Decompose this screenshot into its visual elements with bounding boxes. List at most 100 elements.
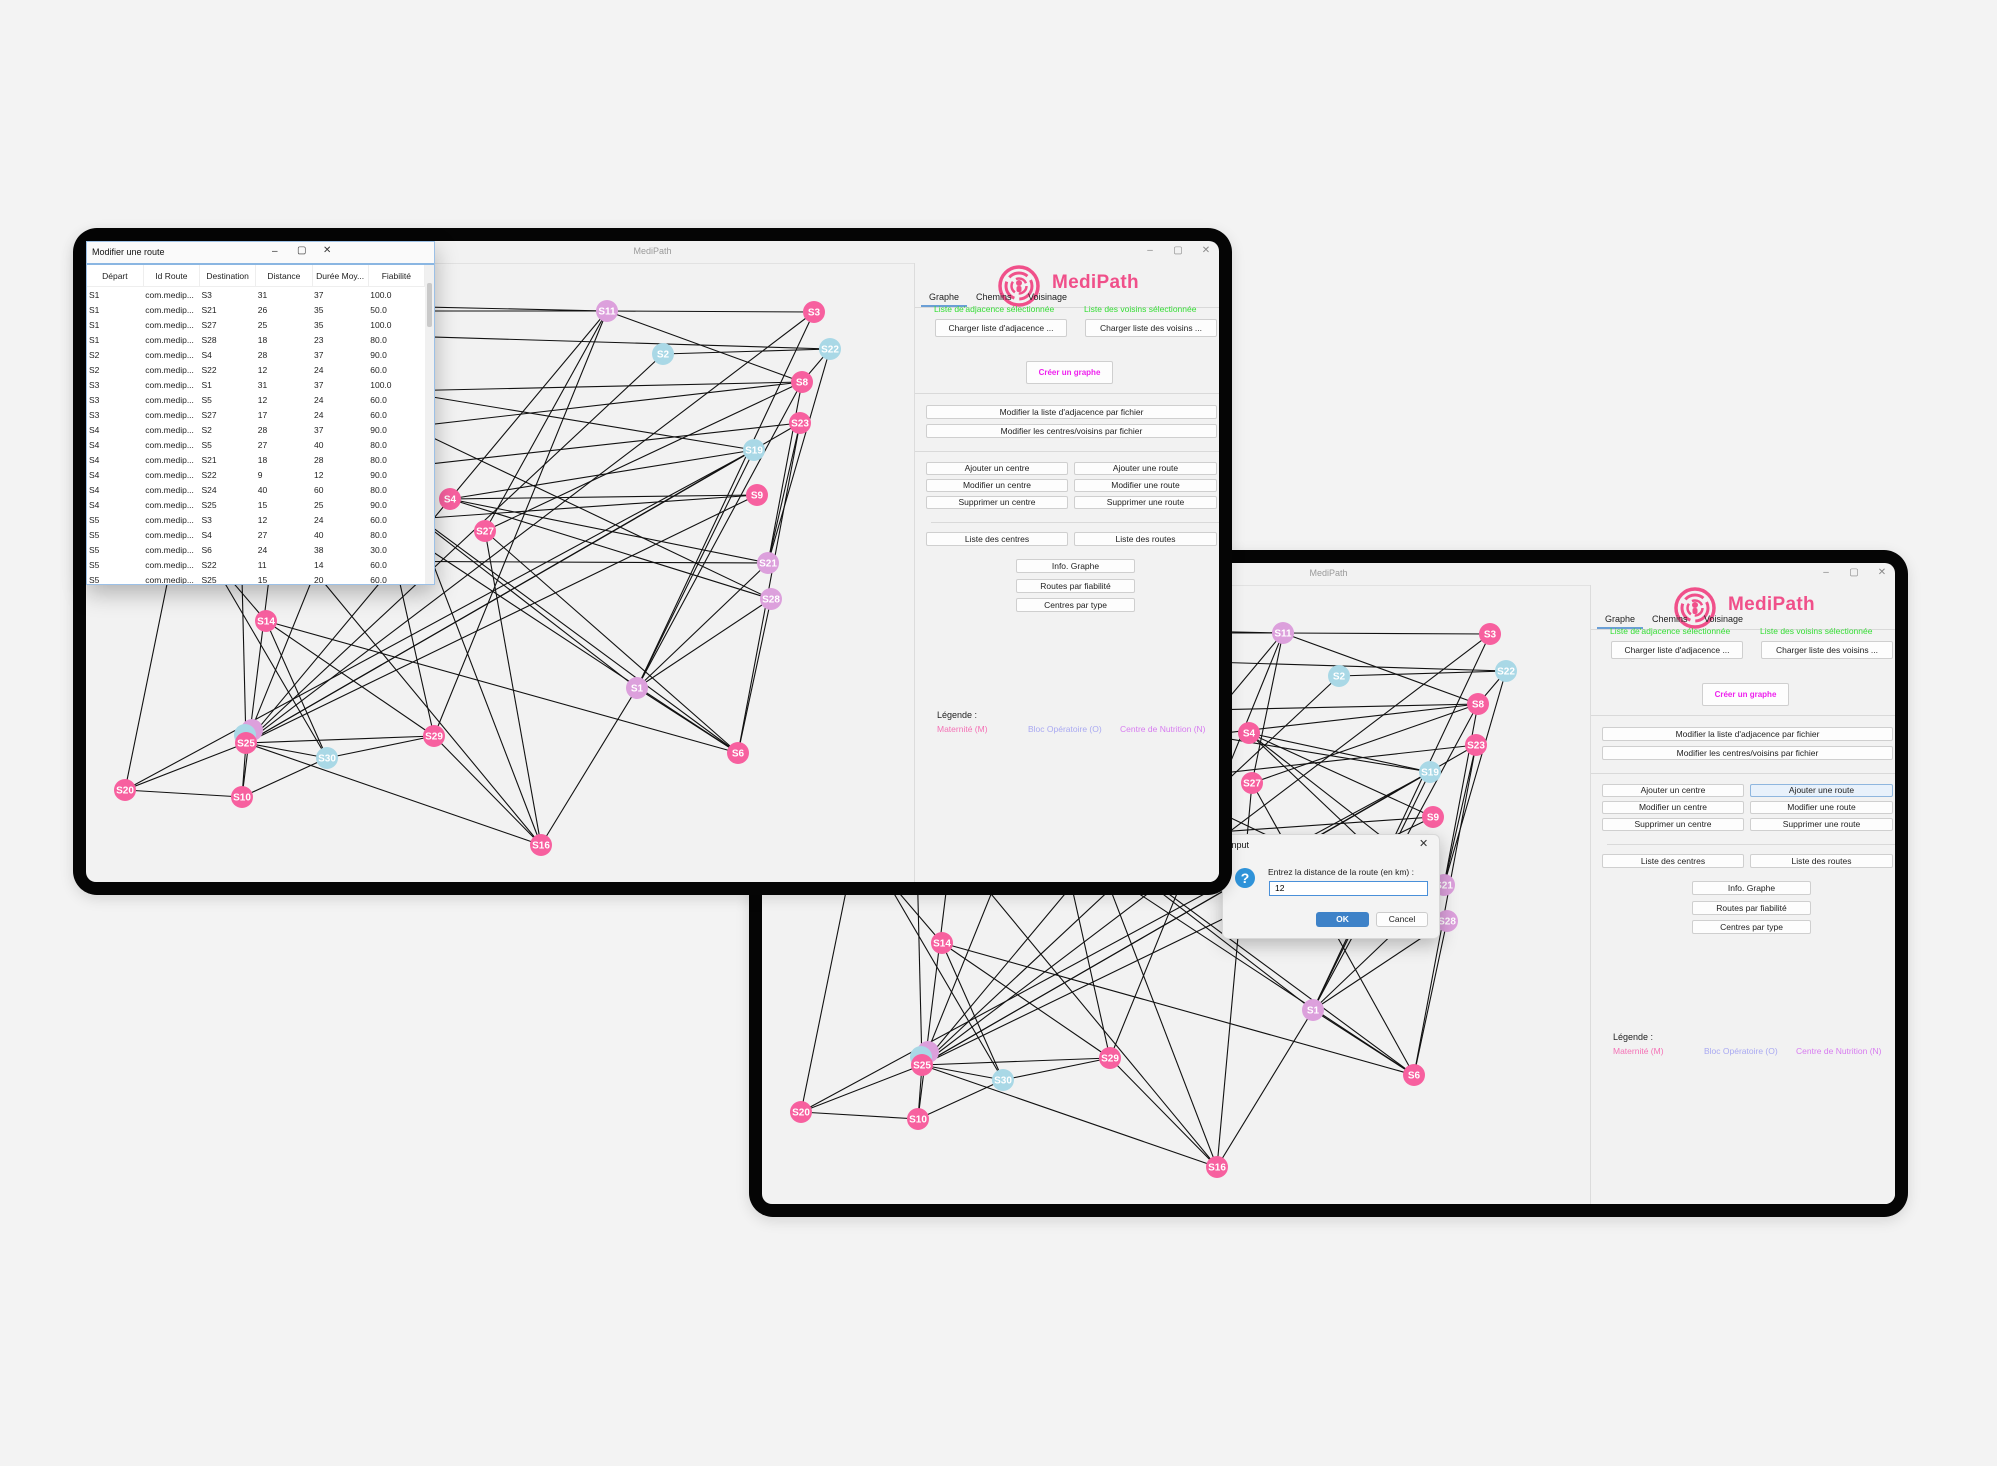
graph-node[interactable]: S23 — [1465, 734, 1487, 756]
node-circle[interactable] — [316, 747, 338, 769]
distance-input[interactable]: 12 — [1269, 881, 1428, 896]
graph-node[interactable]: S20 — [790, 1101, 812, 1123]
tab-chemins[interactable]: Chemins — [1652, 614, 1688, 624]
create-graph-button[interactable]: Créer un graphe — [1026, 361, 1113, 384]
node-circle[interactable] — [474, 520, 496, 542]
column-header[interactable]: Fiabilité — [368, 265, 426, 287]
node-circle[interactable] — [803, 301, 825, 323]
routes-reliability-button[interactable]: Routes par fiabilité — [1692, 901, 1811, 915]
delete-route-button[interactable]: Supprimer une route — [1750, 818, 1893, 831]
graph-node[interactable]: S11 — [1272, 622, 1294, 644]
node-circle[interactable] — [1206, 1156, 1228, 1178]
tab-graphe[interactable]: Graphe — [929, 292, 960, 302]
node-circle[interactable] — [1241, 772, 1263, 794]
node-circle[interactable] — [1419, 761, 1441, 783]
add-route-button[interactable]: Ajouter une route — [1750, 784, 1893, 797]
graph-node[interactable]: S25 — [911, 1054, 933, 1076]
modify-centers-file-button[interactable]: Modifier les centres/voisins par fichier — [1602, 746, 1893, 760]
node-circle[interactable] — [1238, 722, 1260, 744]
maximize-icon[interactable]: ▢ — [1849, 567, 1859, 578]
graph-node[interactable]: S10 — [907, 1108, 929, 1130]
graph-node[interactable]: S29 — [1099, 1047, 1121, 1069]
tab-voisinage[interactable]: Voisinage — [1028, 292, 1068, 302]
delete-center-button[interactable]: Supprimer un centre — [926, 496, 1068, 509]
load-adjacency-button[interactable]: Charger liste d'adjacence ... — [1611, 641, 1743, 659]
node-circle[interactable] — [789, 412, 811, 434]
graph-node[interactable]: S21 — [757, 552, 779, 574]
graph-node[interactable]: S4 — [1238, 722, 1260, 744]
centers-by-type-button[interactable]: Centres par type — [1692, 920, 1811, 934]
graph-node[interactable]: S22 — [819, 338, 841, 360]
title-bar[interactable]: MediPath – ▢ ✕ — [86, 241, 1219, 264]
load-neighbors-button[interactable]: Charger liste des voisins ... — [1085, 319, 1217, 337]
graph-node[interactable]: S6 — [727, 742, 749, 764]
node-circle[interactable] — [727, 742, 749, 764]
graph-node[interactable]: S23 — [789, 412, 811, 434]
modify-center-button[interactable]: Modifier un centre — [1602, 801, 1744, 814]
node-circle[interactable] — [1328, 665, 1350, 687]
node-circle[interactable] — [791, 371, 813, 393]
graph-node[interactable]: S9 — [1422, 806, 1444, 828]
modify-centers-file-button[interactable]: Modifier les centres/voisins par fichier — [926, 424, 1217, 438]
close-icon[interactable]: ✕ — [1201, 245, 1211, 256]
node-circle[interactable] — [1479, 623, 1501, 645]
title-bar[interactable]: MediPath – ▢ ✕ — [762, 563, 1895, 586]
graph-node[interactable]: S27 — [474, 520, 496, 542]
graph-node[interactable]: S1 — [1302, 999, 1324, 1021]
graph-node[interactable]: S28 — [1436, 910, 1458, 932]
table-scrollbar[interactable] — [425, 265, 434, 584]
node-circle[interactable] — [235, 732, 257, 754]
graph-node[interactable]: S8 — [791, 371, 813, 393]
modify-adjacency-file-button[interactable]: Modifier la liste d'adjacence par fichie… — [926, 405, 1217, 419]
graph-node[interactable]: S20 — [114, 779, 136, 801]
list-centers-button[interactable]: Liste des centres — [1602, 854, 1744, 868]
node-circle[interactable] — [626, 677, 648, 699]
graph-node[interactable]: S28 — [760, 588, 782, 610]
add-center-button[interactable]: Ajouter un centre — [1602, 784, 1744, 797]
cancel-button[interactable]: Cancel — [1376, 912, 1428, 927]
graph-node[interactable]: S2 — [1328, 665, 1350, 687]
tab-graphe[interactable]: Graphe — [1605, 614, 1636, 624]
add-route-button[interactable]: Ajouter une route — [1074, 462, 1217, 475]
add-center-button[interactable]: Ajouter un centre — [926, 462, 1068, 475]
graph-node[interactable]: S14 — [931, 932, 953, 954]
graph-node[interactable]: S25 — [235, 732, 257, 754]
list-centers-button[interactable]: Liste des centres — [926, 532, 1068, 546]
routes-reliability-button[interactable]: Routes par fiabilité — [1016, 579, 1135, 593]
node-circle[interactable] — [652, 343, 674, 365]
node-circle[interactable] — [1272, 622, 1294, 644]
graph-node[interactable]: S30 — [992, 1069, 1014, 1091]
node-circle[interactable] — [931, 932, 953, 954]
maximize-icon[interactable]: ▢ — [297, 245, 307, 256]
node-circle[interactable] — [1403, 1064, 1425, 1086]
close-icon[interactable]: ✕ — [1419, 838, 1429, 850]
graph-node[interactable]: S1 — [626, 677, 648, 699]
node-circle[interactable] — [423, 725, 445, 747]
info-graph-button[interactable]: Info. Graphe — [1016, 559, 1135, 573]
graph-node[interactable]: S10 — [231, 786, 253, 808]
tab-voisinage[interactable]: Voisinage — [1704, 614, 1744, 624]
delete-center-button[interactable]: Supprimer un centre — [1602, 818, 1744, 831]
graph-node[interactable]: S2 — [652, 343, 674, 365]
node-circle[interactable] — [1422, 806, 1444, 828]
node-circle[interactable] — [1099, 1047, 1121, 1069]
graph-node[interactable]: S11 — [596, 300, 618, 322]
modify-route-button[interactable]: Modifier une route — [1074, 479, 1217, 492]
graph-node[interactable]: S27 — [1241, 772, 1263, 794]
node-circle[interactable] — [255, 610, 277, 632]
node-circle[interactable] — [114, 779, 136, 801]
list-routes-button[interactable]: Liste des routes — [1074, 532, 1217, 546]
node-circle[interactable] — [1302, 999, 1324, 1021]
node-circle[interactable] — [1465, 734, 1487, 756]
